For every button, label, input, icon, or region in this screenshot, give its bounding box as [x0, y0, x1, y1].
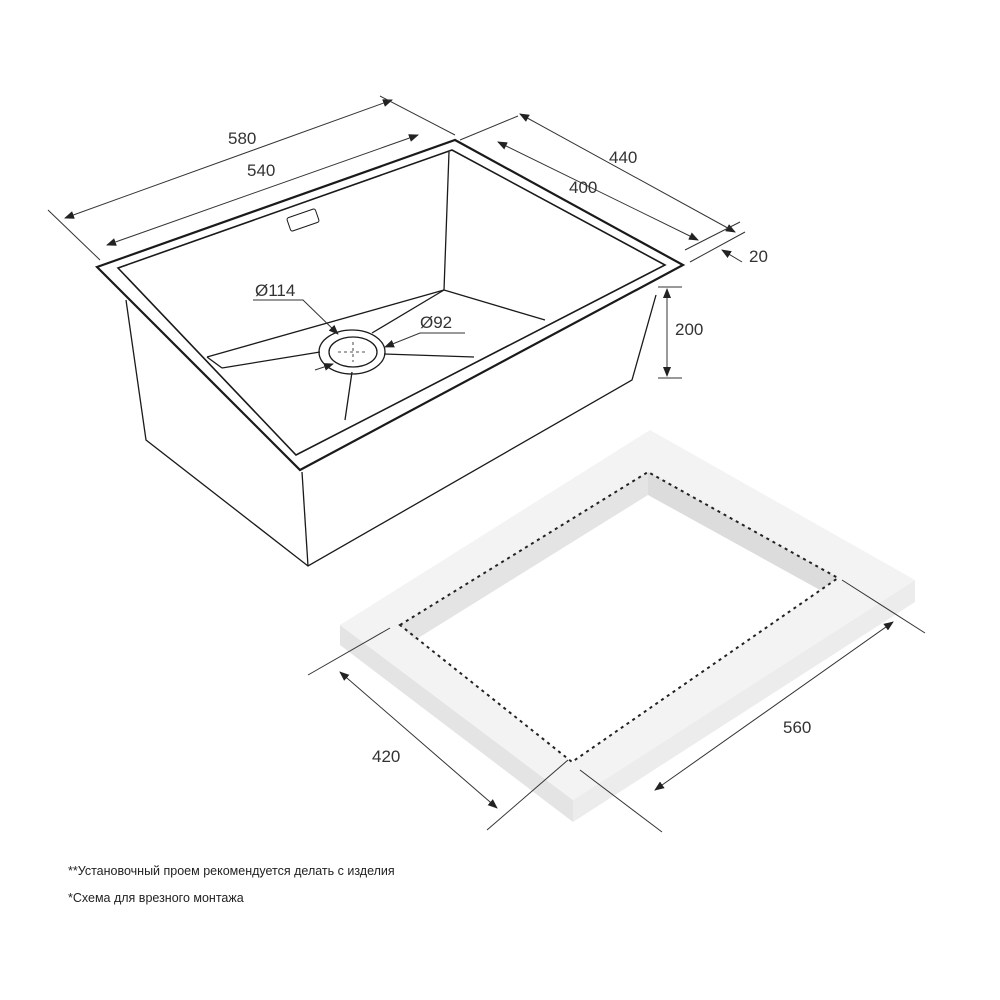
note-cutout: **Установочный проем рекомендуется делат…: [68, 864, 395, 878]
dim-drain-92: Ø92: [420, 313, 452, 332]
dim-20: 20: [749, 247, 768, 266]
dim-560: 560: [783, 718, 811, 737]
dim-400: 400: [569, 178, 597, 197]
drain-outer: [318, 329, 386, 375]
dim-420: 420: [372, 747, 400, 766]
dim-drain-114: Ø114: [255, 281, 295, 300]
dim-580: 580: [228, 129, 256, 148]
dimension-lines: [47, 95, 926, 833]
drain-inner: [328, 336, 378, 368]
note-mounting: *Схема для врезного монтажа: [68, 891, 244, 905]
countertop: [340, 430, 915, 822]
dim-200: 200: [675, 320, 703, 339]
dim-540: 540: [247, 161, 275, 180]
cutout-outline: [398, 470, 840, 764]
dim-440: 440: [609, 148, 637, 167]
